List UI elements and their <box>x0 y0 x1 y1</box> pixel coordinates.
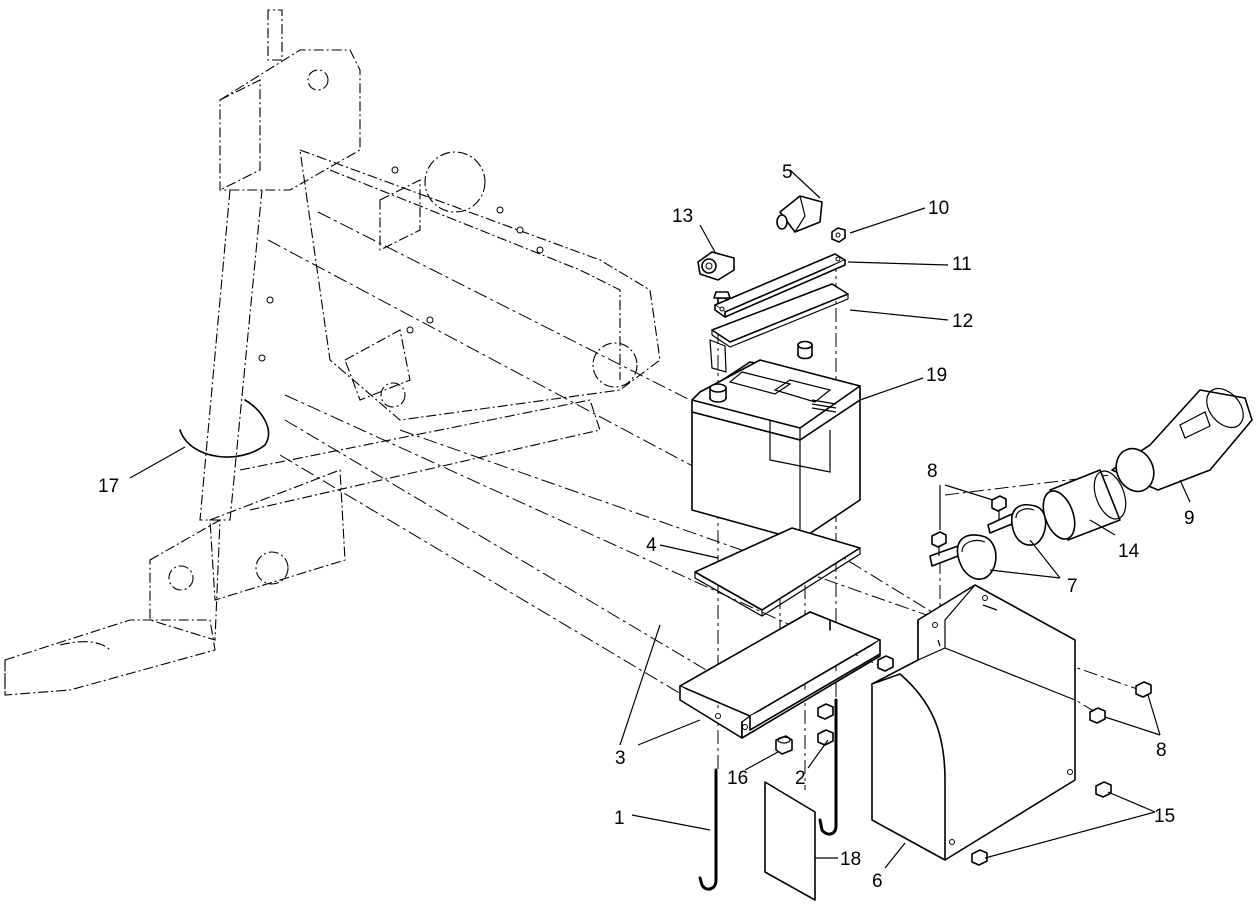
callout-2: 2 <box>795 768 806 789</box>
callout-11: 11 <box>952 254 972 275</box>
callout-3: 3 <box>615 748 626 769</box>
callout-12: 12 <box>952 311 973 332</box>
decal-18 <box>764 781 816 901</box>
battery-cover-6 <box>871 584 1076 861</box>
callout-8-upper: 8 <box>927 461 938 482</box>
callout-5: 5 <box>782 162 793 183</box>
j-bolts-1 <box>698 698 838 891</box>
bolts-8-lower <box>1089 681 1152 724</box>
battery-pad-4 <box>694 527 861 617</box>
hold-down-bar-11 <box>714 253 846 318</box>
callout-14: 14 <box>1118 541 1140 562</box>
callout-16: 16 <box>727 768 748 789</box>
callout-15: 15 <box>1154 806 1175 827</box>
callout-6: 6 <box>872 871 883 892</box>
sleeve-14 <box>1042 469 1127 541</box>
bolts-8-upper <box>931 495 1007 556</box>
bolts-2 <box>817 655 894 746</box>
callout-17: 17 <box>98 476 119 497</box>
clamps-7 <box>929 504 1047 580</box>
callout-9: 9 <box>1184 508 1195 529</box>
spacer-16 <box>775 735 793 755</box>
frame-phantom <box>4 9 661 696</box>
callout-10: 10 <box>928 198 949 219</box>
callout-18: 18 <box>840 849 861 870</box>
callout-labels: 17 4 3 1 16 2 18 6 5 13 10 11 12 19 8 7 … <box>98 162 1195 892</box>
terminal-boot-5 <box>776 195 823 233</box>
boot-9 <box>1111 387 1253 493</box>
leader-lines <box>129 169 1191 869</box>
callout-4: 4 <box>646 535 657 556</box>
battery-pad-12 <box>709 283 849 373</box>
callout-19: 19 <box>926 365 947 386</box>
callout-1: 1 <box>614 808 625 829</box>
callout-13: 13 <box>672 206 693 227</box>
callout-8-lower: 8 <box>1156 740 1167 761</box>
cable-tie-17 <box>179 399 270 458</box>
nut-10 <box>831 227 846 243</box>
battery-tray-3 <box>679 611 881 739</box>
callout-7: 7 <box>1067 576 1078 597</box>
battery-19 <box>691 340 861 541</box>
